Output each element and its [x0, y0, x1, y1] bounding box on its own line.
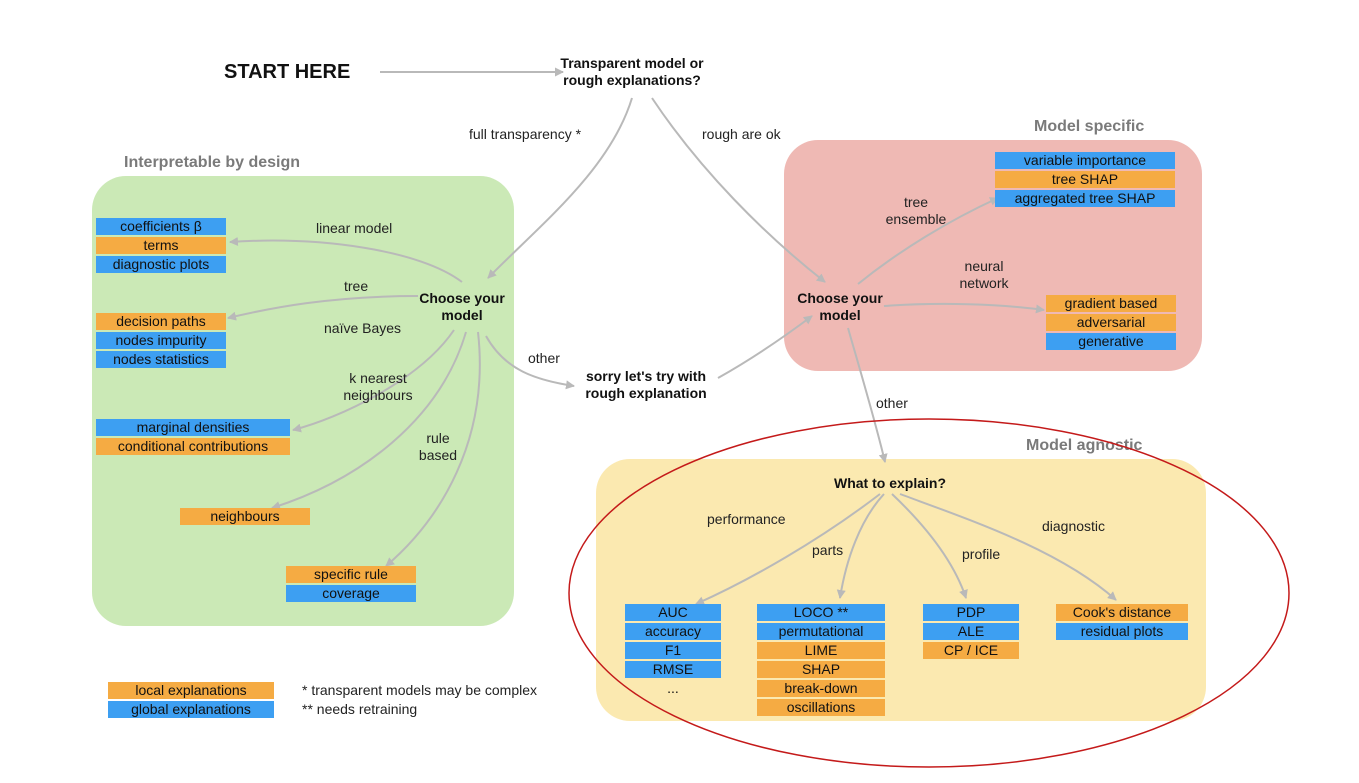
arrow-linear: [229, 236, 463, 283]
edge-other-right: other: [876, 395, 908, 411]
tag-coefficients: coefficients β: [96, 218, 226, 235]
tag-conditional-contributions: conditional contributions: [96, 438, 290, 455]
tag-decision-paths: decision paths: [96, 313, 226, 330]
tag-specific-rule: specific rule: [286, 566, 416, 583]
tag-residual-plots: residual plots: [1056, 623, 1188, 640]
edge-rule-based: rule based: [418, 430, 458, 464]
tag-accuracy: accuracy: [625, 623, 721, 640]
tag-diagnostic-plots: diagnostic plots: [96, 256, 226, 273]
legend-local: local explanations: [108, 682, 274, 699]
edge-rough-ok: rough are ok: [702, 126, 781, 142]
tag-f1: F1: [625, 642, 721, 659]
arrow-diagnostic: [899, 493, 1117, 601]
tag-nodes-statistics: nodes statistics: [96, 351, 226, 368]
legend-note-transparent: * transparent models may be complex: [302, 682, 537, 698]
arrow-other-right: [847, 327, 888, 463]
tag-neighbours: neighbours: [180, 508, 310, 525]
legend-global: global explanations: [108, 701, 274, 718]
choose-left-text: Choose your model: [419, 290, 505, 323]
edge-neural-network: neural network: [952, 258, 1016, 292]
tag-gradient-based: gradient based: [1046, 295, 1176, 312]
sorry-node: sorry let's try with rough explanation: [574, 368, 718, 402]
agnostic-title: Model agnostic: [1026, 437, 1143, 454]
what-to-explain-node: What to explain?: [834, 475, 946, 491]
choose-right-node: Choose your model: [796, 290, 884, 324]
tag-marginal-densities: marginal densities: [96, 419, 290, 436]
tag-adversarial: adversarial: [1046, 314, 1176, 331]
arrow-profile: [891, 493, 968, 599]
tag-aggregated-tree-shap: aggregated tree SHAP: [995, 190, 1175, 207]
tag-pdp: PDP: [923, 604, 1019, 621]
choose-left-node: Choose your model: [418, 290, 506, 324]
tag-tree-shap: tree SHAP: [995, 171, 1175, 188]
edge-rule-based-text: rule based: [418, 430, 458, 463]
arrow-sorry-to-choose-right: [717, 315, 813, 379]
edge-tree-ensemble-text: tree ensemble: [885, 194, 947, 227]
arrow-ensemble: [857, 197, 999, 285]
edge-naive-bayes: naïve Bayes: [324, 320, 402, 336]
edge-linear-model: linear model: [316, 220, 393, 236]
tag-cp-ice: CP / ICE: [923, 642, 1019, 659]
arrow-other-left: [485, 335, 575, 390]
tag-ale: ALE: [923, 623, 1019, 640]
arrow-question-to-choose-right: [651, 97, 826, 283]
tag-oscillations: oscillations: [757, 699, 885, 716]
arrow-neural: [883, 302, 1045, 314]
arrow-bayes: [292, 329, 455, 433]
edge-diagnostic: diagnostic: [1042, 518, 1106, 534]
choose-right-text: Choose your model: [797, 290, 883, 323]
tag-generative: generative: [1046, 333, 1176, 350]
arrow-tree: [227, 295, 419, 321]
tag-loco: LOCO **: [757, 604, 885, 621]
tag-shap: SHAP: [757, 661, 885, 678]
edge-knn-text: k nearest neighbours: [343, 370, 413, 403]
legend-note-retraining: ** needs retraining: [302, 701, 418, 717]
tag-ellipsis: ...: [667, 680, 679, 696]
arrow-knn: [271, 331, 467, 510]
edge-full-transparency: full transparency *: [469, 126, 582, 142]
edge-parts: parts: [812, 542, 844, 558]
arrow-question-to-choose-left: [487, 97, 633, 279]
question-node: Transparent model or rough explanations?: [540, 55, 724, 89]
edge-knn: k nearest neighbours: [334, 370, 422, 404]
edge-profile: profile: [962, 546, 1001, 562]
interpretable-title: Interpretable by design: [124, 154, 301, 171]
specific-title: Model specific: [1034, 118, 1145, 135]
arrow-rule: [385, 331, 481, 567]
tag-terms: terms: [96, 237, 226, 254]
start-here-label: START HERE: [224, 61, 351, 83]
sorry-text: sorry let's try with rough explanation: [585, 368, 707, 401]
arrow-parts: [836, 493, 885, 599]
edge-other-left: other: [528, 350, 560, 366]
tag-break-down: break-down: [757, 680, 885, 697]
edge-neural-network-text: neural network: [959, 258, 1009, 291]
tag-nodes-impurity: nodes impurity: [96, 332, 226, 349]
tag-coverage: coverage: [286, 585, 416, 602]
question-text: Transparent model or rough explanations?: [560, 55, 704, 88]
tag-lime: LIME: [757, 642, 885, 659]
highlight-ellipse: [568, 418, 1290, 768]
edge-tree-ensemble: tree ensemble: [876, 194, 956, 228]
tag-cooks-distance: Cook's distance: [1056, 604, 1188, 621]
tag-auc: AUC: [625, 604, 721, 621]
tag-variable-importance: variable importance: [995, 152, 1175, 169]
edge-tree: tree: [344, 278, 369, 294]
tag-permutational: permutational: [757, 623, 885, 640]
arrow-performance: [695, 493, 881, 605]
edge-performance: performance: [707, 511, 786, 527]
tag-rmse: RMSE: [625, 661, 721, 678]
